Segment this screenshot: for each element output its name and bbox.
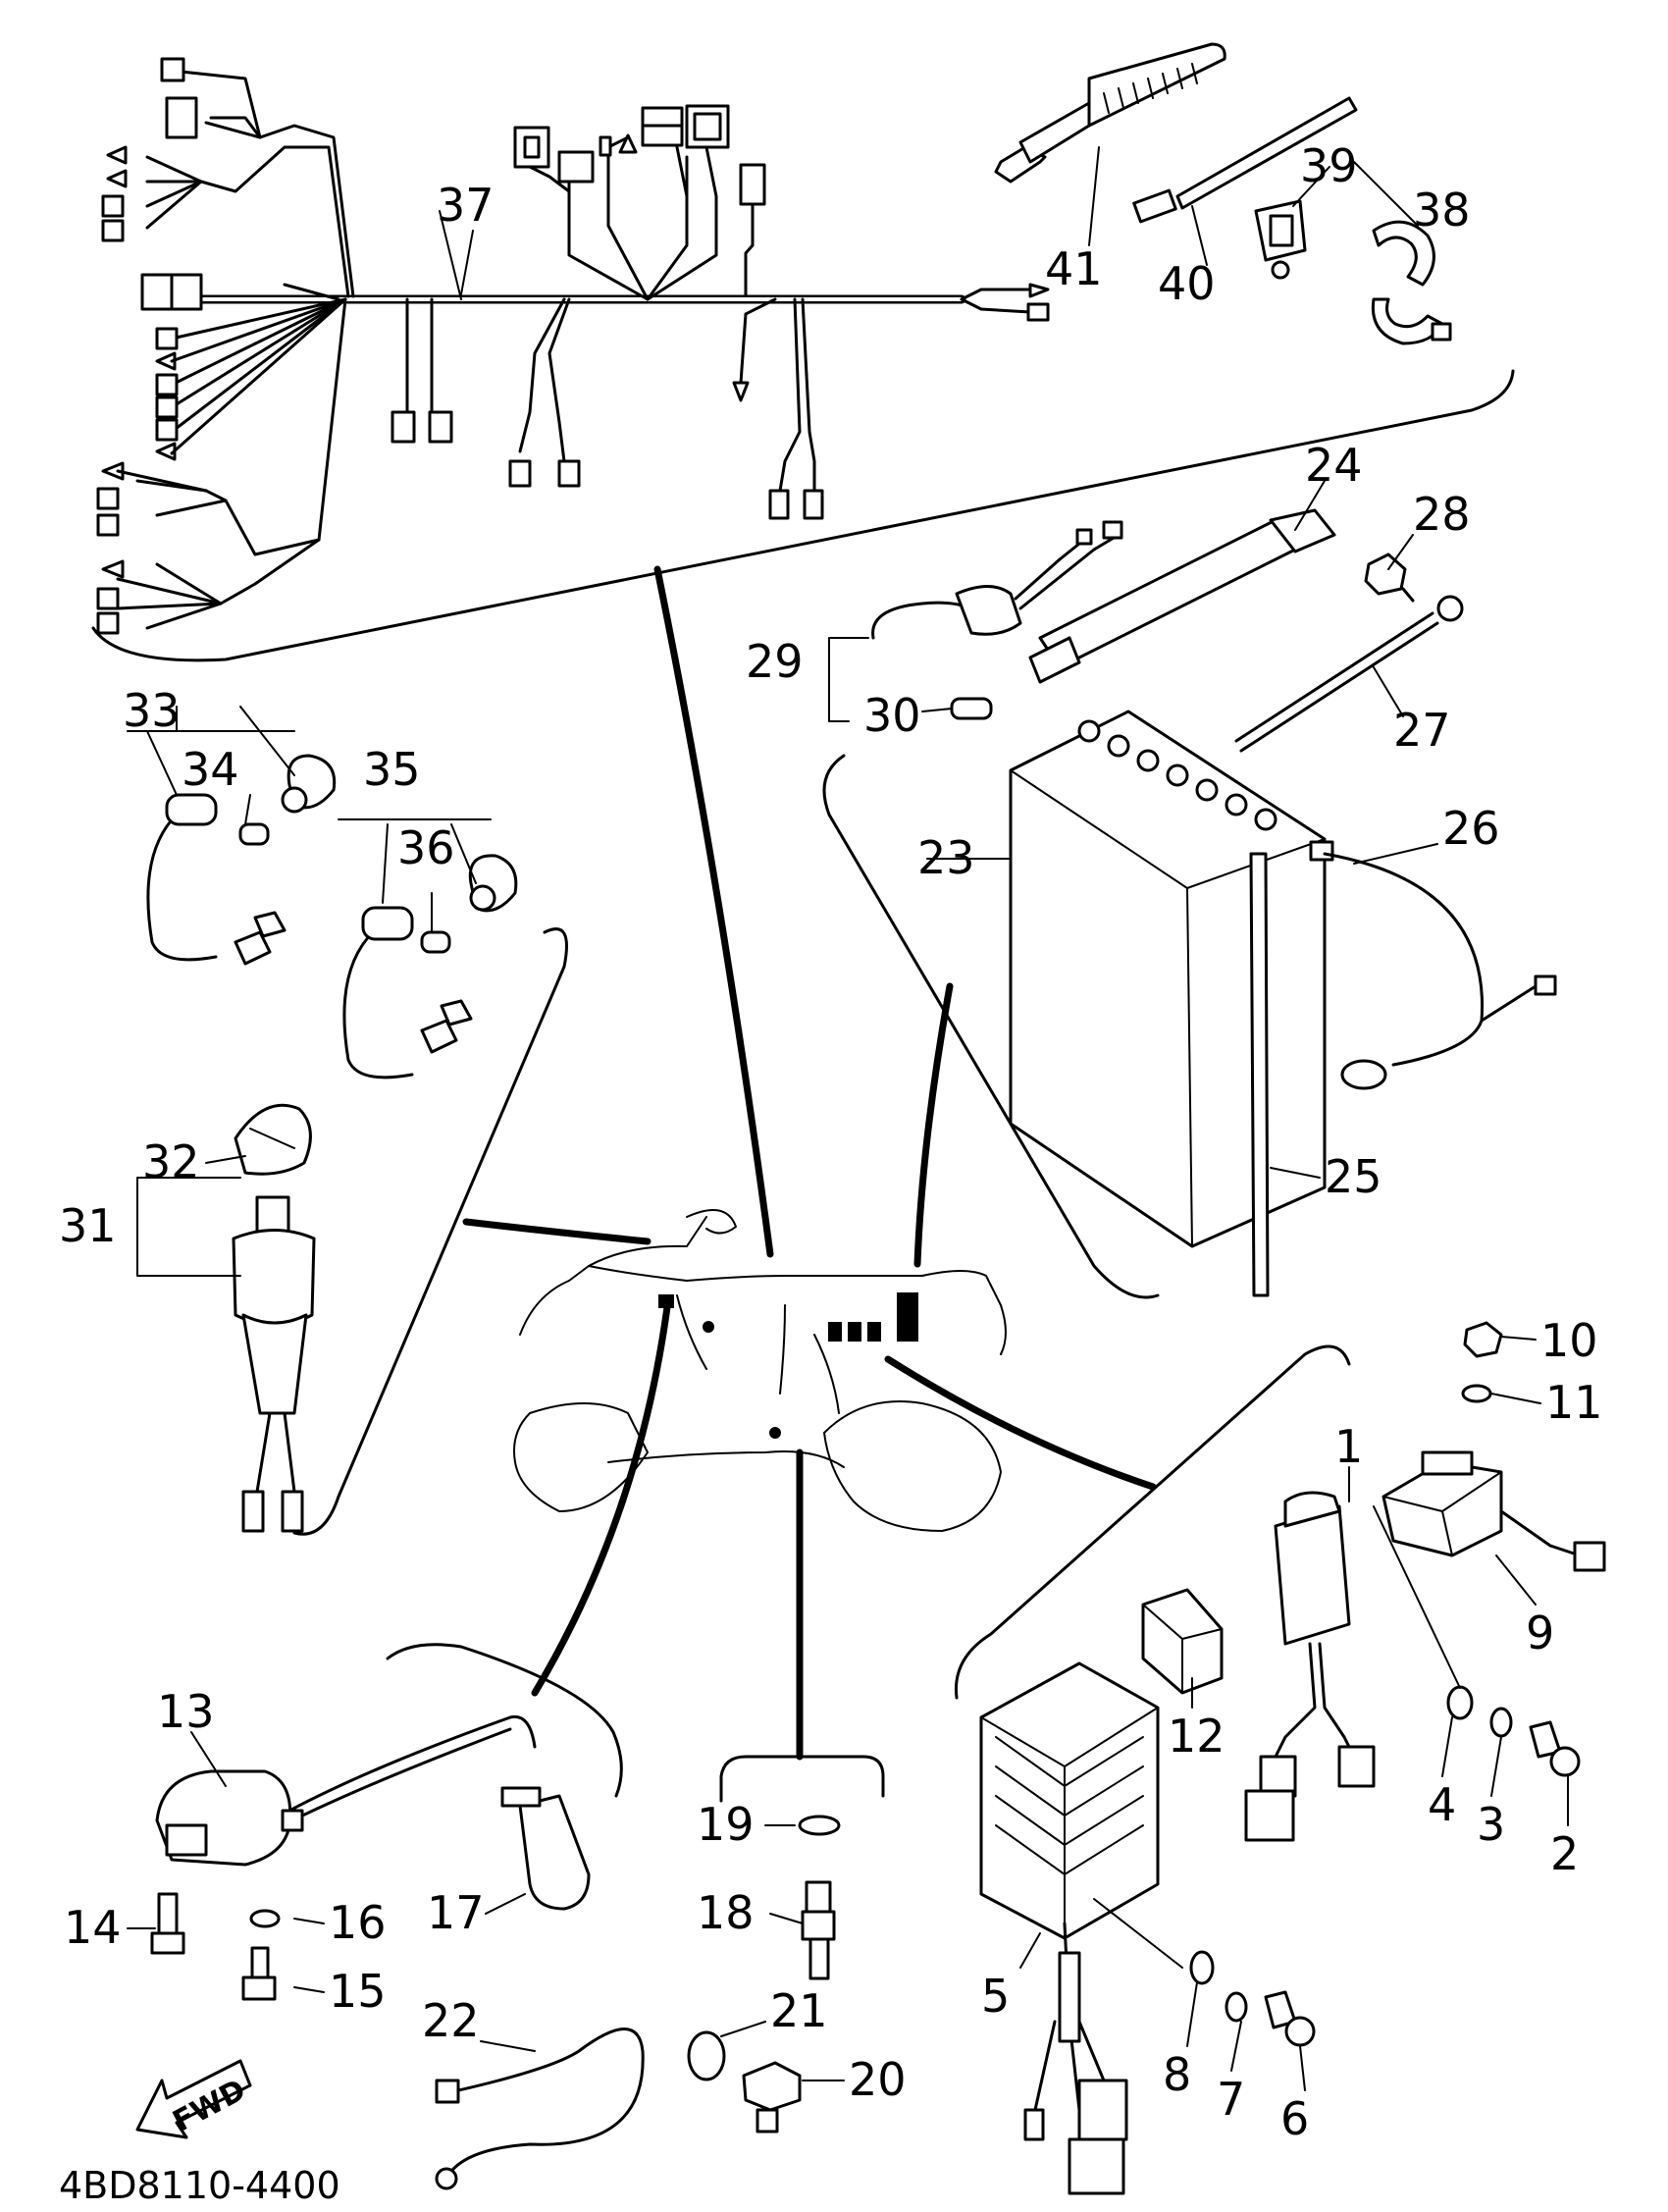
part-10-nut: [1463, 1321, 1503, 1358]
callout-14: 14: [64, 1901, 122, 1954]
callout-22: 22: [422, 1994, 480, 2047]
callout-24: 24: [1305, 439, 1363, 492]
part-33-plug-cap: [146, 754, 337, 966]
callout-29: 29: [746, 635, 804, 688]
part-8-washer: [1189, 1950, 1215, 1985]
part-3-washer: [1489, 1707, 1513, 1738]
coil-group-boundary: [386, 1643, 623, 1798]
callout-6: 6: [1280, 2092, 1309, 2145]
drawing-code: 4BD8110-4400: [59, 2164, 340, 2207]
part-29-fuse-holder: [871, 520, 1123, 640]
callout-41: 41: [1045, 242, 1103, 295]
leader-electrics: [884, 1355, 1157, 1491]
callout-38: 38: [1413, 184, 1471, 237]
callout-35: 35: [363, 743, 421, 796]
callout-30: 30: [863, 689, 921, 742]
callout-20: 20: [849, 2053, 907, 2106]
part-16-washer: [249, 1909, 281, 1928]
part-19-washer: [798, 1815, 841, 1836]
callout-13: 13: [157, 1685, 215, 1738]
callout-3: 3: [1477, 1798, 1505, 1851]
callout-15: 15: [329, 1965, 387, 2018]
callout-5: 5: [981, 1970, 1010, 2023]
part-27-cable: [1234, 595, 1464, 753]
part-15-bolt: [241, 1946, 277, 2001]
callout-34: 34: [182, 743, 239, 796]
part-5-rectifier-regulator: [979, 1661, 1160, 2195]
callout-39: 39: [1300, 139, 1358, 192]
part-11-washer: [1461, 1384, 1492, 1403]
leader-harness: [653, 565, 774, 1258]
callout-10: 10: [1540, 1314, 1598, 1367]
part-23-battery: [1009, 710, 1334, 1297]
callout-4: 4: [1428, 1778, 1456, 1831]
part-18-spark-plug: [801, 1880, 836, 1980]
part-9-starter-relay: [1381, 1450, 1606, 1572]
callout-18: 18: [697, 1886, 755, 1939]
callout-21: 21: [770, 1984, 828, 2037]
part-35-plug-cap: [342, 854, 518, 1080]
harness-group-boundary: [91, 369, 1515, 662]
callout-31: 31: [59, 1199, 117, 1252]
callout-17: 17: [427, 1886, 485, 1939]
wire-harness: [96, 57, 1050, 635]
part-4-washer: [1446, 1685, 1474, 1720]
part-22-cable: [435, 2028, 645, 2190]
ignition-group-boundary: [292, 927, 568, 1536]
part-6-bolt: [1264, 1990, 1316, 2047]
callout-32: 32: [142, 1135, 200, 1188]
part-14-bolt: [150, 1892, 185, 1955]
callout-leaders: [127, 146, 1569, 2091]
part-32-knob: [234, 1103, 312, 1176]
callout-1: 1: [1334, 1420, 1363, 1473]
part-20-bolt: [742, 2061, 802, 2133]
part-24-battery-band: [1028, 508, 1336, 684]
part-1-cdi-unit: [1244, 1491, 1376, 1842]
callout-40: 40: [1158, 257, 1216, 310]
callout-numbers: 1 2 3 4 5 6 7 8 9 10 11 12 13 14 15 16 1…: [59, 139, 1603, 2145]
callout-16: 16: [329, 1896, 387, 1949]
callout-28: 28: [1413, 488, 1471, 541]
callout-23: 23: [917, 831, 975, 884]
battery-group-boundary: [822, 754, 1160, 1299]
callout-27: 27: [1393, 704, 1451, 757]
part-21-washer: [687, 2030, 726, 2081]
part-12-relay: [1141, 1588, 1224, 1695]
leader-ignition: [462, 1218, 652, 1245]
callout-19: 19: [697, 1798, 755, 1851]
part-38-clamp: [1371, 220, 1452, 345]
part-2-bolt: [1529, 1720, 1581, 1777]
leader-coil: [531, 1303, 671, 1697]
part-31-main-switch: [232, 1195, 316, 1533]
callout-26: 26: [1442, 802, 1500, 855]
callout-37: 37: [437, 179, 495, 232]
fwd-arrow-icon: FWD: [135, 2059, 252, 2139]
callout-36: 36: [397, 821, 455, 874]
part-13-ignition-coil: [155, 1714, 537, 1867]
part-17-plug-cap: [500, 1786, 591, 1911]
callout-9: 9: [1526, 1606, 1554, 1659]
leader-battery: [913, 982, 954, 1268]
callout-2: 2: [1550, 1827, 1579, 1880]
part-41-band: [994, 42, 1226, 184]
part-30-fuse: [950, 697, 993, 720]
part-39-clamp: [1254, 199, 1307, 280]
callout-11: 11: [1545, 1376, 1603, 1429]
motorcycle-silhouette: [513, 1209, 1007, 1532]
part-26-cable: [1323, 852, 1557, 1090]
plug-group-boundary: [719, 1755, 885, 1803]
callout-8: 8: [1163, 2048, 1191, 2101]
callout-25: 25: [1325, 1150, 1382, 1203]
part-7-washer: [1225, 1991, 1248, 2023]
callout-12: 12: [1168, 1710, 1225, 1763]
callout-7: 7: [1217, 2073, 1245, 2126]
part-40-cable-tie: [1132, 96, 1358, 224]
electrics-group-boundary: [954, 1344, 1351, 1700]
callout-33: 33: [123, 684, 181, 737]
part-28-bolt: [1364, 553, 1415, 603]
